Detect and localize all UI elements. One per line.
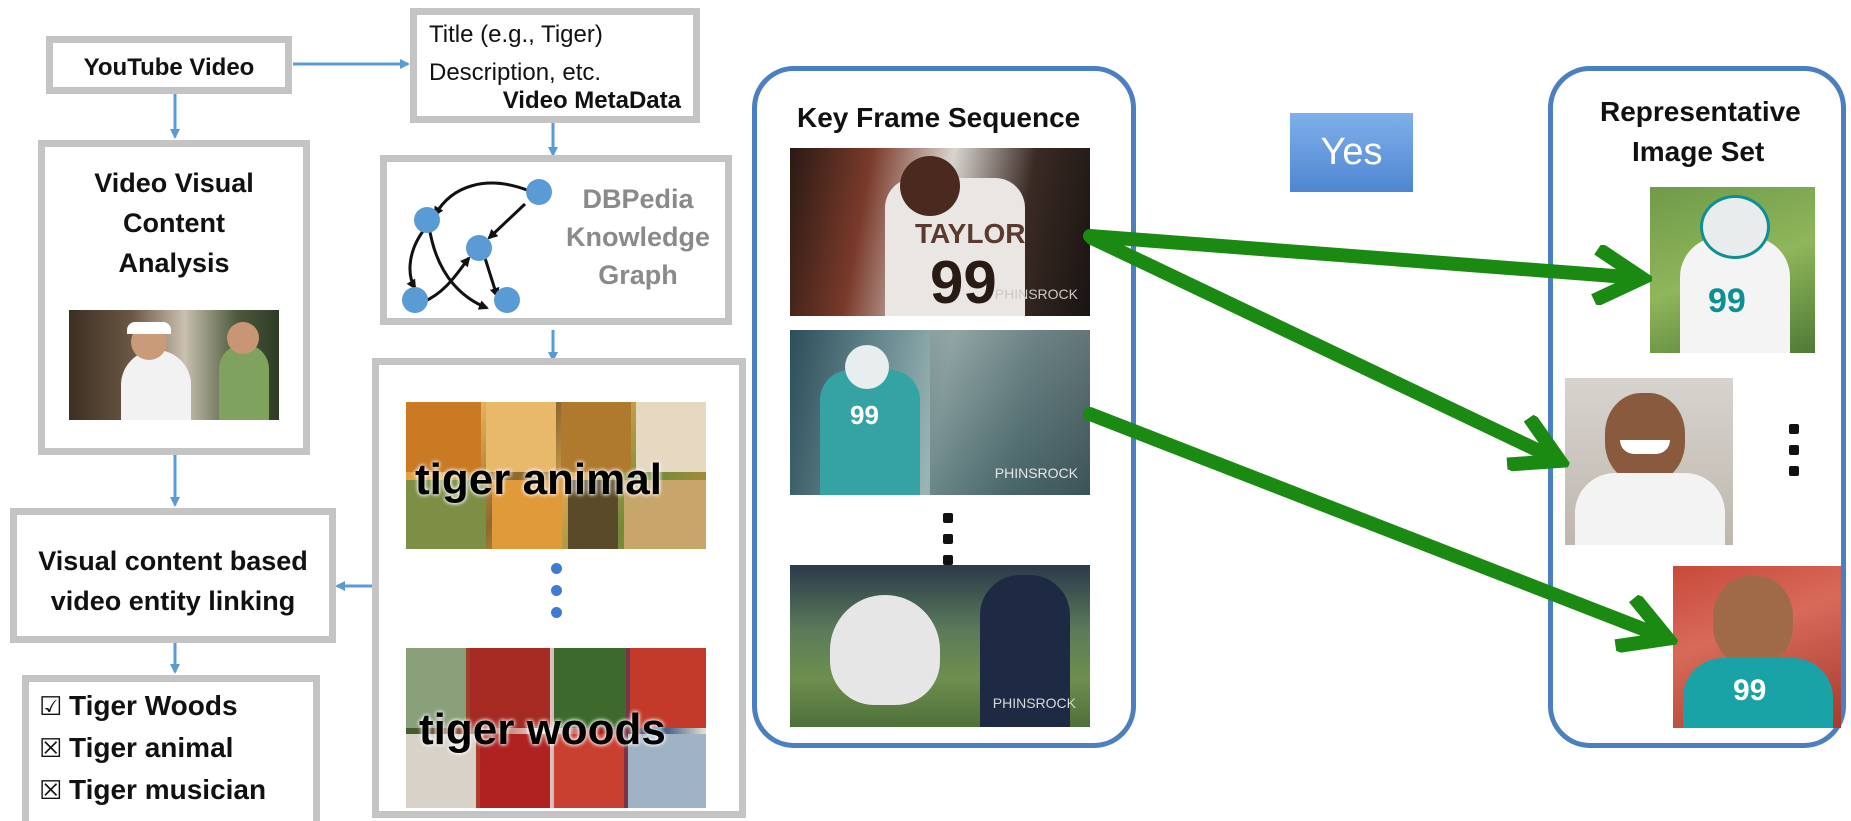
tiger-woods-label: tiger woods <box>419 705 666 754</box>
crossed-box-icon: ☒ <box>39 775 63 805</box>
tiger-animal-collage <box>406 402 706 549</box>
candidate-item: ☒Tiger animal <box>39 727 266 769</box>
match-arrow-frame1-to-image2 <box>1085 231 1558 460</box>
visual-analysis-title: Video Visual Content Analysis <box>94 168 254 278</box>
frame-continuation-dots <box>943 513 953 565</box>
frame-watermark: PHINSROCK <box>992 695 1076 711</box>
tiger-woods-collage <box>406 648 706 808</box>
image-set-continuation-dots <box>551 563 562 618</box>
key-frame-title: Key Frame Sequence <box>797 102 1081 133</box>
checked-box-icon: ☑ <box>39 691 63 721</box>
golf-video-thumbnail <box>69 310 279 420</box>
crossed-box-icon: ☒ <box>39 733 63 763</box>
frame-watermark: PHINSROCK <box>994 465 1078 481</box>
entity-linking-box: Visual content based video entity linkin… <box>10 508 336 643</box>
representative-title-line2: Image Set <box>1632 136 1765 167</box>
image-results-box: tiger animal tiger woods <box>372 358 746 818</box>
match-arrow-frame2-to-image3 <box>1083 407 1666 638</box>
representative-image-1: 99 <box>1650 187 1815 353</box>
video-metadata-box: Title (e.g., Tiger) Description, etc. Vi… <box>410 8 700 123</box>
metadata-description-line: Description, etc. <box>429 59 602 86</box>
metadata-heading: Video MetaData <box>502 87 681 114</box>
dbpedia-graph-box: DBPedia Knowledge Graph <box>380 155 732 325</box>
representative-image-3: 99 <box>1673 566 1841 728</box>
match-arrow-frame1-to-image1 <box>1083 229 1640 278</box>
key-frame-3: PHINSROCK <box>790 565 1090 727</box>
youtube-video-label: YouTube Video <box>83 54 255 81</box>
visual-analysis-box: Video Visual Content Analysis <box>38 140 310 455</box>
entity-linking-label: Visual content based video entity linkin… <box>38 546 308 616</box>
representative-title-line1: Representative <box>1600 96 1801 127</box>
representative-image-2 <box>1565 378 1733 545</box>
representative-continuation-dots <box>1789 424 1799 476</box>
candidate-label: Tiger musician <box>69 774 267 805</box>
candidate-label: Tiger animal <box>69 732 234 763</box>
candidate-item: ☑Tiger Woods <box>39 685 266 727</box>
yes-button[interactable]: Yes <box>1290 113 1413 192</box>
tiger-animal-label: tiger animal <box>415 455 662 504</box>
candidate-label: Tiger Woods <box>69 690 238 721</box>
candidate-entities-box: ☑Tiger Woods ☒Tiger animal ☒Tiger musici… <box>22 675 320 821</box>
dbpedia-label: DBPedia Knowledge Graph <box>565 184 710 290</box>
youtube-video-box: YouTube Video <box>46 36 292 94</box>
frame-watermark: PHINSROCK <box>994 286 1078 302</box>
key-frame-2: 99 PHINSROCK <box>790 330 1090 495</box>
candidate-list: ☑Tiger Woods ☒Tiger animal ☒Tiger musici… <box>39 685 266 811</box>
key-frame-1: TAYLOR 99 PHINSROCK <box>790 148 1090 316</box>
knowledge-graph-icon <box>402 179 552 313</box>
candidate-item: ☒Tiger musician <box>39 769 266 811</box>
metadata-title-line: Title (e.g., Tiger) <box>429 21 603 48</box>
